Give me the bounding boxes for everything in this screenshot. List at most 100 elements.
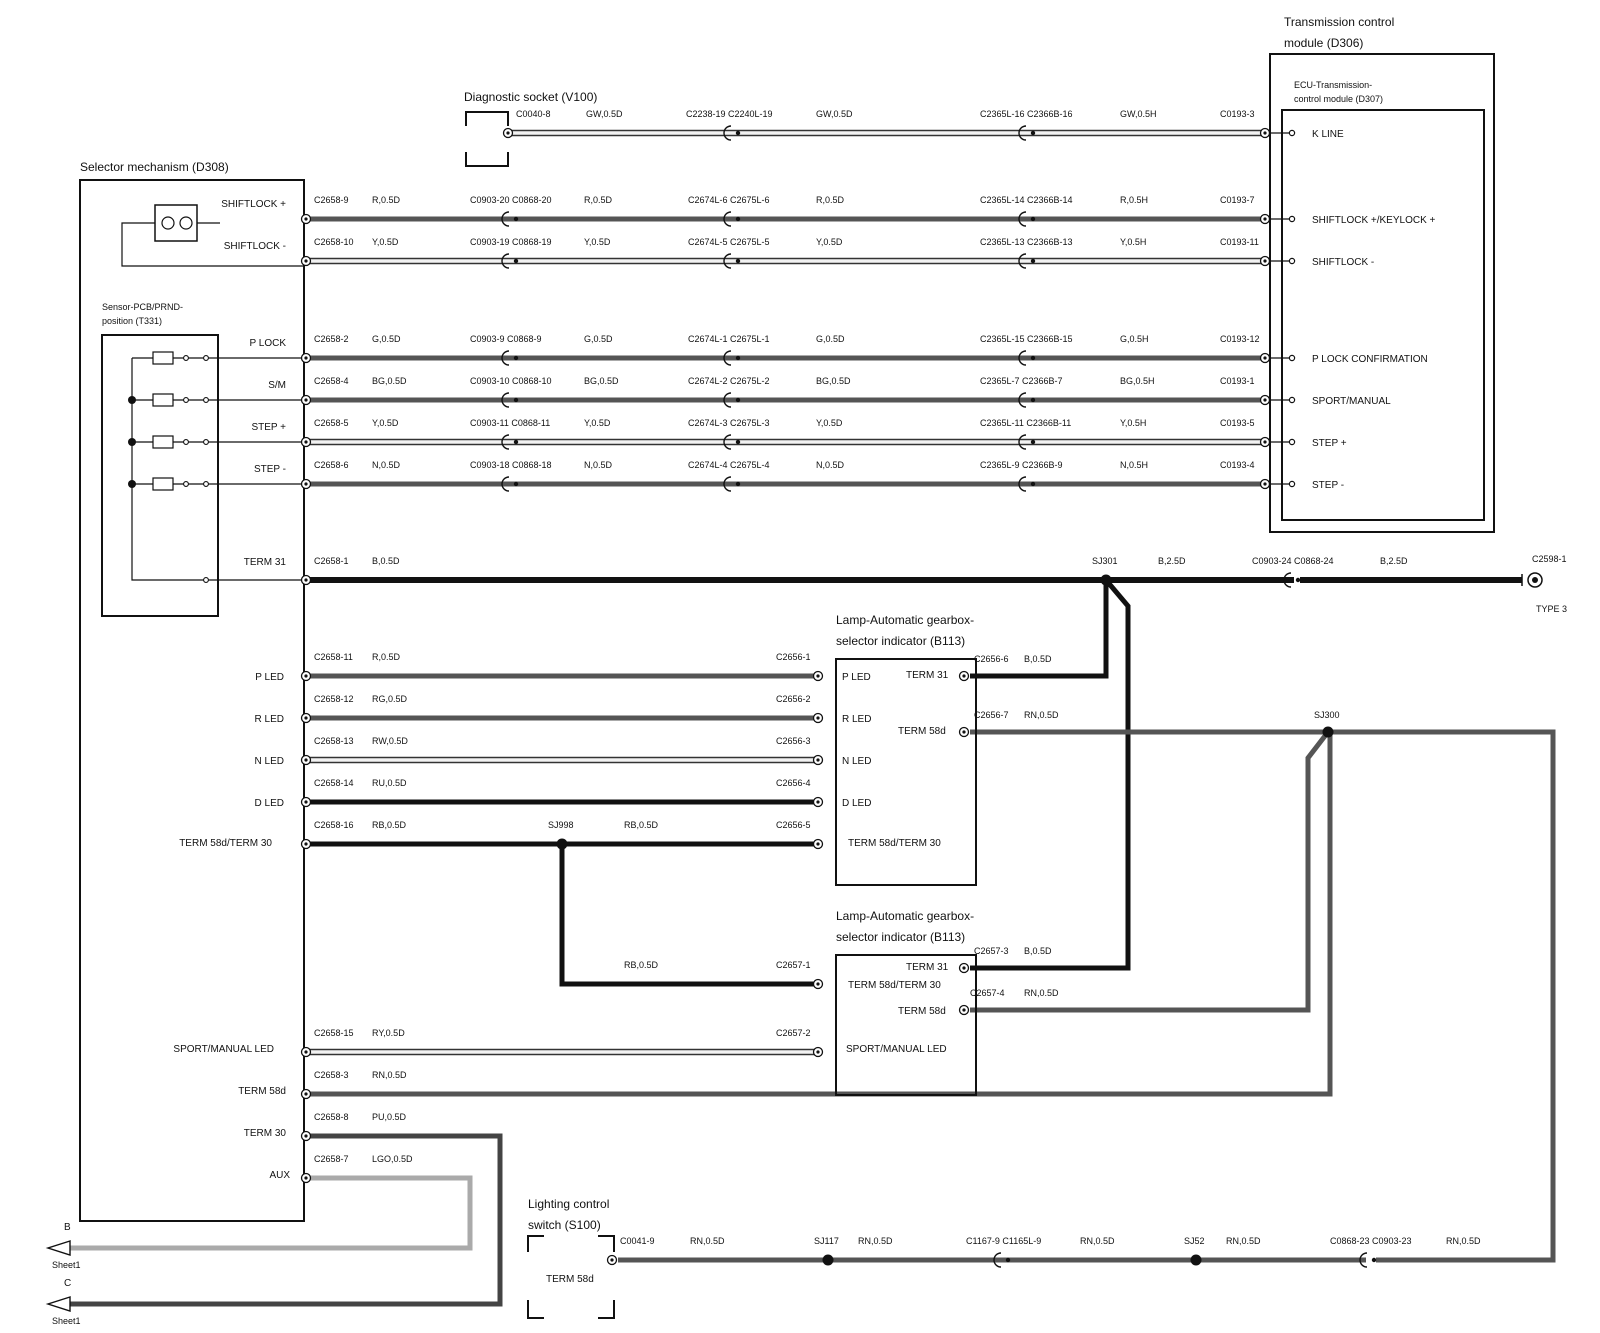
inline-shiftlock-plus-2-dot	[1030, 216, 1036, 222]
connector-plock-end-dot	[1263, 356, 1267, 360]
inline-shiftlock-minus-1-dot	[735, 258, 741, 264]
connector-term58d30-lamp2-dot	[816, 982, 820, 986]
conn-label-led-0: C2658-11	[314, 652, 353, 662]
selector-pin-label-shiftlock-plus: SHIFTLOCK +	[221, 199, 286, 210]
sensor-resistor-3	[152, 477, 174, 491]
sensor-contact-a-3	[183, 481, 189, 487]
splice-sj117	[822, 1254, 834, 1266]
conn-label-sm-2: C2674L-2 C2675L-2	[688, 376, 770, 386]
conn-label-shiftlock-minus-3: C2365L-13 C2366B-13	[980, 237, 1073, 247]
wire-label-shiftlock-minus-0: Y,0.5D	[372, 237, 399, 247]
wire-label-kline-2: GW,0.5H	[1120, 109, 1157, 119]
lamp-pin-label-led-1: R LED	[842, 714, 871, 725]
wire-label-bottom-1: RN,0.5D	[690, 1236, 725, 1246]
connector-sm-start-dot	[304, 398, 308, 402]
wire-label-sm-3: BG,0.5H	[1120, 376, 1155, 386]
ecu-pin-shiftlock-plus	[1288, 215, 1296, 223]
inline-shiftlock-plus-1-dot	[735, 216, 741, 222]
inline-step-minus-2-dot	[1030, 481, 1036, 487]
wire-label-term31-2: B,2.5D	[1158, 556, 1186, 566]
diagnostic-socket-title: Diagnostic socket (V100)	[464, 90, 597, 104]
wire-label-led-1: RG,0.5D	[372, 694, 408, 704]
ecu-pin-shiftlock-minus	[1288, 257, 1296, 265]
lamp1-conn-term31: C2656-6	[974, 654, 1009, 664]
lighting-switch-title-line2: switch (S100)	[528, 1218, 601, 1232]
inline-bottom-1-arc	[993, 1252, 1002, 1268]
shiftlock-solenoid-icon	[121, 204, 304, 267]
wire-label-shiftlock-minus-2: Y,0.5D	[816, 237, 843, 247]
tcm-title-line1: Transmission control	[1284, 15, 1394, 29]
selector-pin-label-shiftlock-minus: SHIFTLOCK -	[224, 241, 286, 252]
splice-sj52	[1190, 1254, 1202, 1266]
ecu-pin-step-minus	[1288, 480, 1296, 488]
wire-term30	[70, 1133, 503, 1307]
lamp1-pin-term58d: TERM 58d	[898, 726, 946, 737]
ecu-pin-step-plus	[1288, 438, 1296, 446]
wire-label-step-plus-2: Y,0.5D	[816, 418, 843, 428]
connector-step-plus-end-dot	[1263, 440, 1267, 444]
inline-step-plus-2-dot	[1030, 439, 1036, 445]
selector-pin-label-led-2: N LED	[255, 756, 284, 767]
lamp-conn-label-led-0: C2656-1	[776, 652, 811, 662]
wire-label-kline-0: GW,0.5D	[586, 109, 623, 119]
splice-label-sj998: SJ998	[548, 820, 574, 830]
selector-pin-label-term58d30: TERM 58d/TERM 30	[179, 838, 272, 849]
conn-label-shiftlock-plus-3: C2365L-14 C2366B-14	[980, 195, 1073, 205]
sensor-pcb-box	[101, 334, 219, 617]
inline-plock-0-arc	[501, 350, 510, 366]
wire-label-sm-0: BG,0.5D	[372, 376, 407, 386]
wire-label-term58d30-2: RB,0.5D	[624, 820, 659, 830]
connector-lighting-switch-dot	[610, 1258, 614, 1262]
wire-selector-term58d	[306, 732, 1333, 1097]
wire-label-led-3: RU,0.5D	[372, 778, 407, 788]
conn-label-term31-2: C0903-24 C0868-24	[1252, 556, 1334, 566]
connector-led-3-start-dot	[304, 800, 308, 804]
transmission-control-module-box	[1269, 53, 1495, 533]
connector-led-2-lamp-dot	[816, 758, 820, 762]
selector-pin-label-term58d: TERM 58d	[238, 1086, 286, 1097]
selector-pin-label-plock: P LOCK	[250, 338, 287, 349]
wire-label-shiftlock-plus-3: R,0.5H	[1120, 195, 1148, 205]
ecu-pin-label-step-plus: STEP +	[1312, 438, 1347, 449]
inline-shiftlock-plus-2-arc	[1018, 211, 1027, 227]
wire-label-shiftlock-plus-0: R,0.5D	[372, 195, 401, 205]
lamp-conn-label-led-3: C2656-4	[776, 778, 811, 788]
connector-step-plus-start-dot	[304, 440, 308, 444]
wire-label-shiftlock-plus-2: R,0.5D	[816, 195, 845, 205]
selector-pin-label-sportled: SPORT/MANUAL LED	[173, 1044, 274, 1055]
conn-label-step-minus-2: C2674L-4 C2675L-4	[688, 460, 770, 470]
connector-step-minus-end-dot	[1263, 482, 1267, 486]
conn-label-sportled: C2658-15	[314, 1028, 354, 1038]
inline-shiftlock-minus-2-arc	[1018, 253, 1027, 269]
lamp-pin-label-led-3: D LED	[842, 798, 871, 809]
wire-aux	[70, 1175, 473, 1251]
type3-label: TYPE 3	[1536, 604, 1567, 614]
lamp1-title-line1: Lamp-Automatic gearbox-	[836, 613, 974, 627]
wire-label-shiftlock-plus-1: R,0.5D	[584, 195, 613, 205]
inline-sm-0-arc	[501, 392, 510, 408]
conn-label-shiftlock-minus-2: C2674L-5 C2675L-5	[688, 237, 770, 247]
conn-label-bottom-3: C0868-23 C0903-23	[1330, 1236, 1412, 1246]
lamp-conn-label-led-2: C2656-3	[776, 736, 811, 746]
wire-label-kline-1: GW,0.5D	[816, 109, 853, 119]
inline-kline-2-arc	[1018, 125, 1027, 141]
marks-layer	[45, 125, 1543, 1312]
ecu-title-line2: control module (D307)	[1294, 94, 1383, 104]
inline-bottom-2-arc	[1359, 1252, 1368, 1268]
sensor-resistor-2	[152, 435, 174, 449]
connector-kline-end-dot	[1263, 131, 1267, 135]
conn-label-shiftlock-minus-0: C2658-10	[314, 237, 354, 247]
inline-sm-2-arc	[1018, 392, 1027, 408]
ecu-pin-label-plock: P LOCK CONFIRMATION	[1312, 354, 1428, 365]
inline-step-minus-0-arc	[501, 476, 510, 492]
wire-label-term30: PU,0.5D	[372, 1112, 407, 1122]
conn-label-step-minus-1: C0903-18 C0868-18	[470, 460, 552, 470]
sensor-contact-a-1	[183, 397, 189, 403]
connector-shiftlock-minus-end-dot	[1263, 259, 1267, 263]
splice-sj301	[1100, 574, 1112, 586]
conn-label-kline-2: C2365L-16 C2366B-16	[980, 109, 1073, 119]
conn-label-led-1: C2658-12	[314, 694, 354, 704]
lighting-switch-pin: TERM 58d	[546, 1274, 594, 1285]
connector-lamp1-term31-dot	[962, 674, 966, 678]
lamp2-pin-term58d: TERM 58d	[898, 1006, 946, 1017]
